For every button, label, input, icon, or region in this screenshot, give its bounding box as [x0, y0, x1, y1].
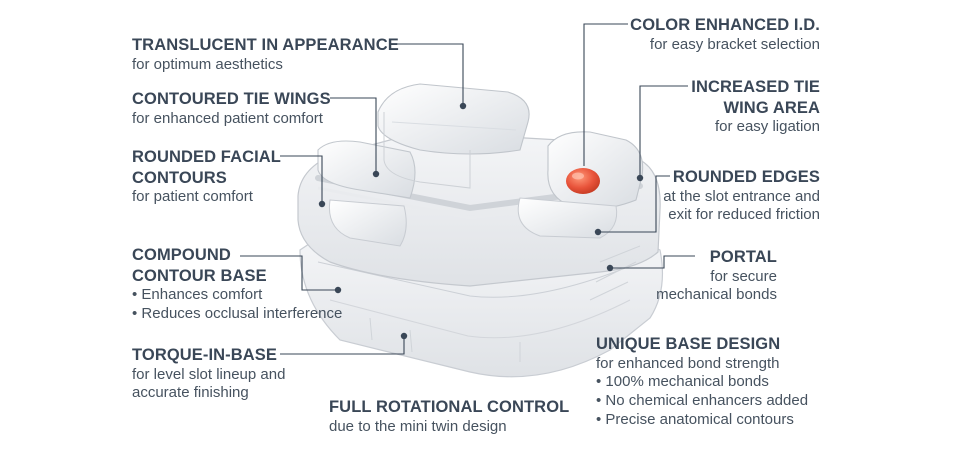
callout-rounded-edges: ROUNDED EDGES at the slot entrance and e…	[620, 167, 820, 225]
callout-title: ROUNDED FACIAL	[132, 148, 281, 166]
callout-compound-base: COMPOUND CONTOUR BASE Enhances comfort R…	[132, 245, 342, 324]
top-tie-wing	[377, 83, 530, 155]
callout-desc: accurate finishing	[132, 384, 249, 402]
bullet-item: No chemical enhancers added	[596, 392, 836, 411]
callout-title: WING AREA	[723, 98, 820, 117]
callout-desc: mechanical bonds	[656, 286, 777, 304]
callout-title: COLOR ENHANCED I.D.	[630, 16, 820, 34]
callout-title: TRANSLUCENT IN APPEARANCE	[132, 36, 399, 54]
callout-title: ROUNDED EDGES	[672, 168, 820, 186]
callout-desc: for patient comfort	[132, 188, 253, 206]
callout-portal: PORTAL for secure mechanical bonds	[640, 247, 777, 305]
callout-color-id: COLOR ENHANCED I.D. for easy bracket sel…	[600, 15, 820, 54]
left-tie-wing	[317, 140, 416, 199]
callout-title: UNIQUE BASE DESIGN	[596, 335, 781, 353]
callout-title: INCREASED TIE	[691, 78, 820, 96]
callout-desc: for easy bracket selection	[649, 35, 820, 53]
callout-title: CONTOURED TIE WINGS	[132, 90, 331, 108]
callout-tie-wings: CONTOURED TIE WINGS for enhanced patient…	[132, 89, 331, 128]
callout-title: FULL ROTATIONAL CONTROL	[329, 398, 570, 416]
bullet-item: 100% mechanical bonds	[596, 373, 836, 392]
bullet-item: Enhances comfort	[132, 286, 342, 305]
callout-desc: for enhanced bond strength	[596, 354, 780, 372]
callout-title: TORQUE-IN-BASE	[132, 346, 278, 364]
callout-title: CONTOURS	[132, 168, 227, 187]
callout-rotational-control: FULL ROTATIONAL CONTROL due to the mini …	[329, 397, 569, 436]
callout-desc: exit for reduced friction	[668, 206, 820, 224]
callout-translucent: TRANSLUCENT IN APPEARANCE for optimum ae…	[132, 35, 399, 74]
callout-tie-wing-area: INCREASED TIE WING AREA for easy ligatio…	[640, 77, 820, 137]
callout-desc: for easy ligation	[714, 118, 820, 136]
callout-desc: for enhanced patient comfort	[132, 109, 323, 127]
callout-desc: at the slot entrance and	[663, 187, 820, 205]
callout-desc: for secure	[710, 267, 777, 285]
color-id-dot	[566, 168, 600, 194]
callout-title: PORTAL	[709, 248, 777, 266]
callout-torque-in-base: TORQUE-IN-BASE for level slot lineup and…	[132, 345, 285, 403]
callout-desc: for level slot lineup and	[132, 365, 286, 383]
bullet-item: Precise anatomical contours	[596, 411, 836, 430]
callout-facial-contours: ROUNDED FACIAL CONTOURS for patient comf…	[132, 147, 281, 207]
callout-desc: due to the mini twin design	[329, 417, 507, 435]
callout-desc: for optimum aesthetics	[132, 55, 283, 73]
callout-title: COMPOUND	[132, 246, 231, 264]
callout-base-design: UNIQUE BASE DESIGN for enhanced bond str…	[596, 334, 836, 430]
callout-title: CONTOUR BASE	[132, 266, 267, 285]
bullet-item: Reduces occlusal interference	[132, 305, 342, 324]
